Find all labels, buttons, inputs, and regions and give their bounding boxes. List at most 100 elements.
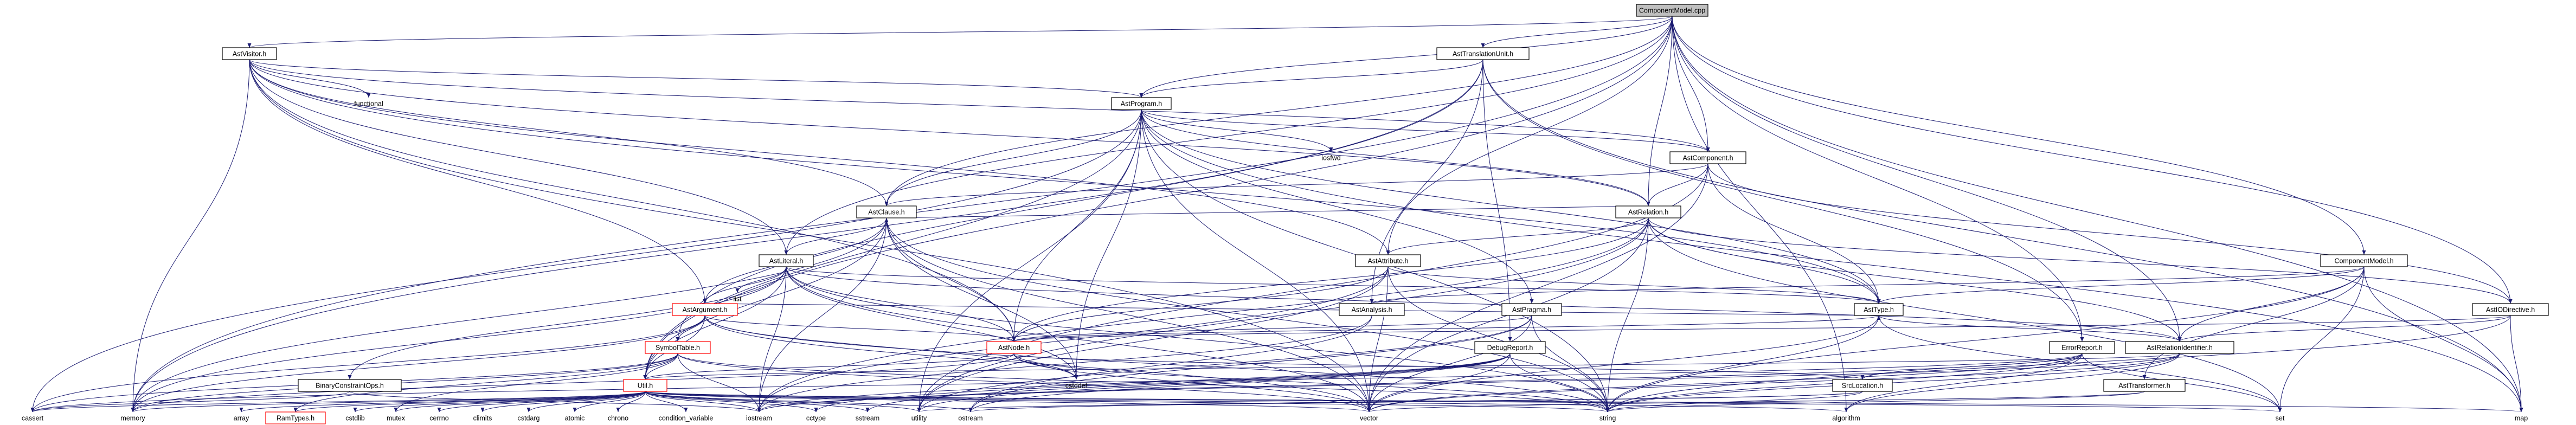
node-astattribute-h[interactable]: AstAttribute.h	[1355, 254, 1421, 267]
node-ramtypes-h[interactable]: RamTypes.h	[265, 411, 326, 424]
node-astrelation-h[interactable]: AstRelation.h	[1615, 205, 1681, 218]
edge-symboltable_h-to-ramtypes_h	[295, 353, 678, 413]
edge-util_h-to-cstdarg	[528, 391, 646, 413]
edge-astrelation_h-to-astrelationidentifier_h	[1648, 217, 2180, 342]
edge-astliteral_h-to-string	[786, 266, 1608, 413]
node-box	[856, 205, 917, 218]
edge-astvisitor_h-to-astrelation_h	[249, 59, 1649, 207]
edge-componentmodel_cpp-to-errorreport_h	[1672, 16, 2083, 342]
node-binaryconstraintops-h[interactable]: BinaryConstraintOps.h	[298, 379, 402, 392]
edge-astnode_h-to-string	[1013, 353, 1608, 413]
node-astclause-h[interactable]: AstClause.h	[856, 205, 917, 218]
node-box	[1669, 151, 1746, 164]
edge-astrelation_h-to-astiodirective_h	[1648, 217, 2511, 304]
edge-arrowhead	[917, 408, 921, 412]
edge-componentmodel_cpp-to-astiodirective_h	[1672, 16, 2511, 304]
node-astargument-h[interactable]: AstArgument.h	[672, 303, 738, 316]
node-label: AstRelationIdentifier.h	[2147, 344, 2213, 351]
node-box	[1355, 254, 1421, 267]
edge-arrowhead	[2278, 408, 2282, 412]
edge-errorreport_h-to-algorithm	[1846, 353, 2083, 413]
node-label: AstAnalysis.h	[1351, 306, 1392, 313]
node-label: BinaryConstraintOps.h	[316, 382, 384, 389]
edge-arrowhead	[1074, 375, 1078, 379]
edge-arrowhead	[2142, 375, 2147, 379]
node-astanalysis-h[interactable]: AstAnalysis.h	[1339, 303, 1405, 316]
edge-componentmodel_cpp-to-astcomponent_h	[1672, 16, 1708, 152]
node-astpragma-h[interactable]: AstPragma.h	[1501, 303, 1562, 316]
edge-astargument_h-to-memory	[132, 315, 705, 413]
node-astliteral-h[interactable]: AstLiteral.h	[759, 254, 814, 267]
edge-asttranslationunit_h-to-debugreport_h	[1482, 59, 1511, 342]
edge-asttransformer_h-to-string	[1607, 391, 2145, 413]
node-asttranslationunit-h[interactable]: AstTranslationUnit.h	[1436, 47, 1530, 60]
node-box	[1339, 303, 1405, 316]
node-asttransformer-h[interactable]: AstTransformer.h	[2103, 379, 2186, 392]
node-label: RamTypes.h	[277, 414, 314, 422]
edge-symboltable_h-to-string	[677, 353, 1608, 413]
node-label: AstType.h	[1864, 306, 1894, 313]
edge-arrowhead	[1367, 408, 1371, 412]
edge-astrelation_h-to-astnode_h	[1013, 217, 1649, 342]
node-astrelationidentifier-h[interactable]: AstRelationIdentifier.h	[2125, 341, 2234, 354]
edge-util_h-to-atomic	[574, 391, 646, 413]
edge-astattribute_h-to-string	[1387, 266, 1608, 413]
node-mutex: mutex	[387, 414, 406, 422]
node-astnode-h[interactable]: AstNode.h	[986, 341, 1042, 354]
edge-astattribute_h-to-iostream	[759, 266, 1389, 413]
edge-astclause_h-to-memory	[132, 217, 887, 413]
node-astvisitor-h[interactable]: AstVisitor.h	[222, 47, 277, 60]
edge-arrowhead	[1329, 147, 1333, 152]
node-label: AstIODirective.h	[2486, 306, 2535, 313]
edge-util_h-to-cctype	[645, 391, 817, 413]
edge-arrowhead	[865, 408, 870, 412]
edge-util_h-to-cassert	[32, 391, 646, 413]
node-condition-variable: condition_variable	[659, 414, 714, 422]
node-astprogram-h[interactable]: AstProgram.h	[1111, 97, 1172, 110]
node-componentmodel-h[interactable]: ComponentModel.h	[2320, 254, 2408, 267]
edge-asttype_h-to-set	[1878, 315, 2281, 413]
node-label: algorithm	[1832, 414, 1860, 422]
edge-astprogram_h-to-util_h	[645, 109, 1142, 380]
edge-arrowhead	[1646, 202, 1650, 206]
node-astiodirective-h[interactable]: AstIODirective.h	[2472, 303, 2549, 316]
node-label: AstArgument.h	[683, 306, 728, 313]
node-srclocation-h[interactable]: SrcLocation.h	[1832, 379, 1893, 392]
node-errorreport-h[interactable]: ErrorReport.h	[2049, 341, 2115, 354]
edge-astvisitor_h-to-functional	[249, 59, 369, 98]
edge-componentmodel_cpp-to-componentmodel_h	[1672, 16, 2365, 255]
edge-astiodirective_h-to-map	[2510, 315, 2522, 413]
node-label: AstTranslationUnit.h	[1453, 50, 1513, 57]
edge-astrelationidentifier_h-to-iostream	[759, 353, 2180, 413]
edge-astclause_h-to-cstddef	[886, 217, 1077, 380]
edge-componentmodel_cpp-to-algorithm	[1672, 16, 1847, 413]
edge-astrelationidentifier_h-to-util_h	[645, 353, 2180, 380]
edge-binaryconstraintops_h-to-cassert	[32, 391, 350, 413]
edge-astprogram_h-to-astpragma_h	[1141, 109, 1532, 304]
node-ostream: ostream	[958, 414, 982, 422]
node-util-h[interactable]: Util.h	[623, 379, 667, 392]
node-debugreport-h[interactable]: DebugReport.h	[1474, 341, 1546, 354]
node-string: string	[1599, 414, 1616, 422]
edge-astclause_h-to-astliteral_h	[786, 217, 887, 255]
edge-astprogram_h-to-astclause_h	[886, 109, 1142, 207]
edge-arrowhead	[1012, 337, 1016, 342]
node-sstream: sstream	[856, 414, 879, 422]
edge-asttype_h-to-astrelationidentifier_h	[1878, 315, 2180, 342]
edge-componentmodel_h-to-astanalysis_h	[1371, 266, 2365, 304]
node-box	[1854, 303, 1904, 316]
node-asttype-h[interactable]: AstType.h	[1854, 303, 1904, 316]
node-cstdlib: cstdlib	[345, 414, 364, 422]
node-label: AstAttribute.h	[1367, 257, 1408, 265]
node-label: AstProgram.h	[1121, 100, 1162, 107]
edge-errorreport_h-to-iostream	[759, 353, 2083, 413]
edge-astvisitor_h-to-astprogram_h	[249, 59, 1142, 98]
node-astcomponent-h[interactable]: AstComponent.h	[1669, 151, 1746, 164]
edge-binaryconstraintops_h-to-iostream	[349, 391, 760, 413]
edge-arrowhead	[1139, 93, 1144, 98]
edge-util_h-to-iostream	[645, 391, 760, 413]
node-componentmodel-cpp[interactable]: ComponentModel.cpp	[1636, 4, 1708, 17]
edge-componentmodel_h-to-set	[2279, 266, 2365, 413]
edge-componentmodel_cpp-to-astrelation_h	[1648, 16, 1673, 207]
node-symboltable-h[interactable]: SymbolTable.h	[645, 341, 711, 354]
